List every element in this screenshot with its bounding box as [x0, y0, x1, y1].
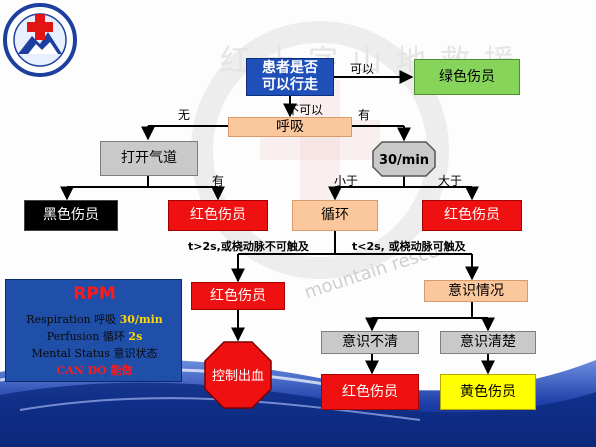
- edge-label-none: 无: [178, 108, 191, 122]
- node-breathing: 呼吸: [228, 117, 352, 137]
- rpm-respiration-value: 30/min: [119, 313, 163, 326]
- node-can-walk: 患者是否 可以行走: [246, 58, 334, 96]
- rpm-perfusion: Perfusion 循环 2s: [6, 328, 183, 344]
- node-circulation: 循环: [292, 200, 378, 231]
- node-rate: 30/min: [372, 141, 436, 177]
- node-control-bleeding-label: 控制出血: [212, 369, 264, 384]
- rpm-mental: Mental Status 意识状态: [31, 347, 158, 360]
- rpm-perfusion-label: Perfusion 循环: [46, 330, 125, 343]
- logo: [2, 2, 78, 78]
- edge-label-cannot: 不可以: [287, 103, 324, 117]
- node-clear: 意识清楚: [440, 331, 536, 354]
- edge-label-have: 有: [358, 108, 371, 122]
- rpm-respiration: Respiration 呼吸 30/min: [6, 311, 183, 327]
- node-red-circ: 红色伤员: [191, 282, 285, 310]
- rpm-panel: RPM Respiration 呼吸 30/min Perfusion 循环 2…: [5, 279, 182, 382]
- rpm-respiration-label: Respiration 呼吸: [26, 313, 117, 326]
- node-rate-label: 30/min: [379, 153, 429, 168]
- node-red-airway: 红色伤员: [168, 200, 268, 231]
- edge-label-gt2s: t>2s,或桡动脉不可触及: [188, 240, 309, 253]
- logo-mark: [3, 3, 77, 77]
- node-yellow: 黄色伤员: [440, 374, 536, 410]
- edge-label-have2: 有: [212, 174, 225, 188]
- node-open-airway: 打开气道: [100, 141, 198, 176]
- rpm-perfusion-value: 2s: [128, 330, 143, 343]
- node-consciousness: 意识情况: [424, 280, 528, 302]
- edge-label-can: 可以: [350, 62, 375, 76]
- node-unclear: 意识不清: [321, 331, 419, 354]
- edge-label-more: 大于: [438, 174, 463, 188]
- rpm-title: RPM: [73, 284, 116, 304]
- node-red-rate: 红色伤员: [422, 200, 522, 231]
- edge-label-lt2s: t<2s, 或桡动脉可触及: [352, 240, 466, 253]
- node-green: 绿色伤员: [414, 59, 520, 95]
- node-black: 黑色伤员: [24, 200, 118, 231]
- node-red-unclear: 红色伤员: [321, 374, 419, 410]
- rpm-cando: CAN DO 能做: [56, 364, 133, 377]
- edge-label-less: 小于: [334, 174, 359, 188]
- node-control-bleeding: 控制出血: [204, 341, 272, 409]
